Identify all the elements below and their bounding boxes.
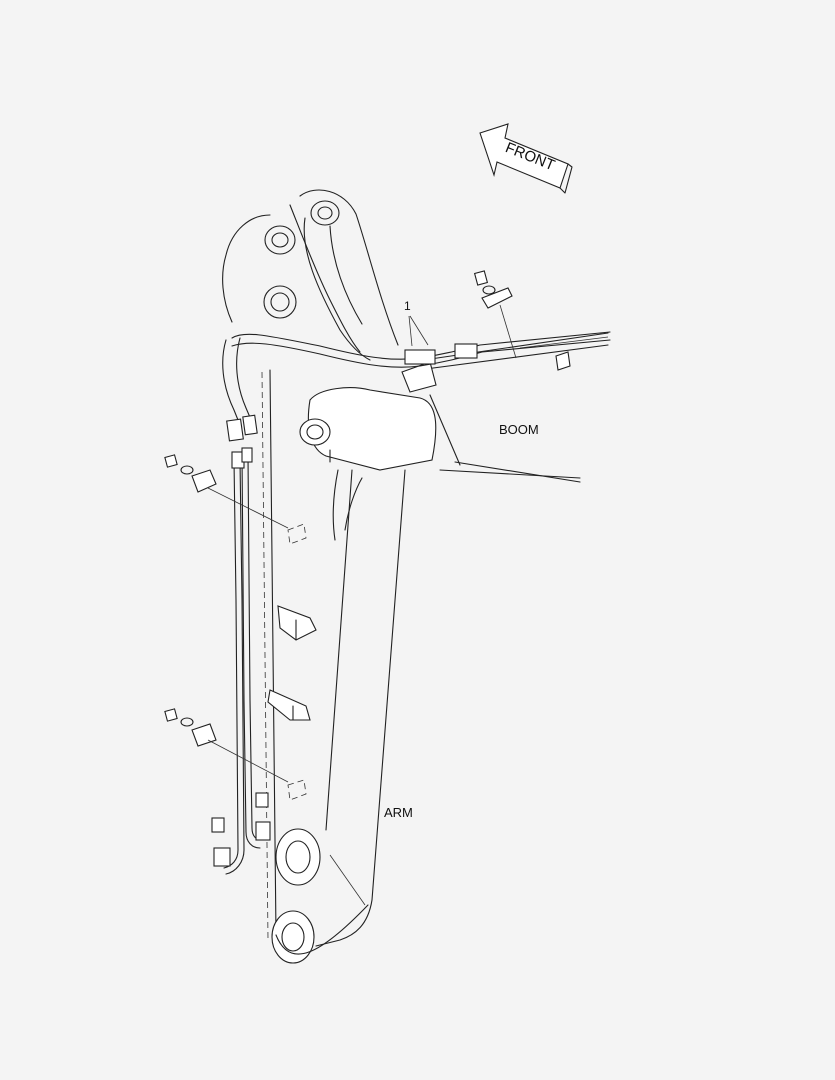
boom [222, 189, 609, 483]
callout-1: 1 [404, 299, 429, 347]
arm-label: ARM [384, 805, 413, 820]
clamp-hardware [164, 270, 517, 783]
arm [261, 369, 406, 964]
boom-label: BOOM [499, 422, 539, 437]
hoses [211, 331, 611, 875]
front-arrow: FRONT [479, 123, 573, 194]
callout-1-label: 1 [404, 299, 411, 313]
